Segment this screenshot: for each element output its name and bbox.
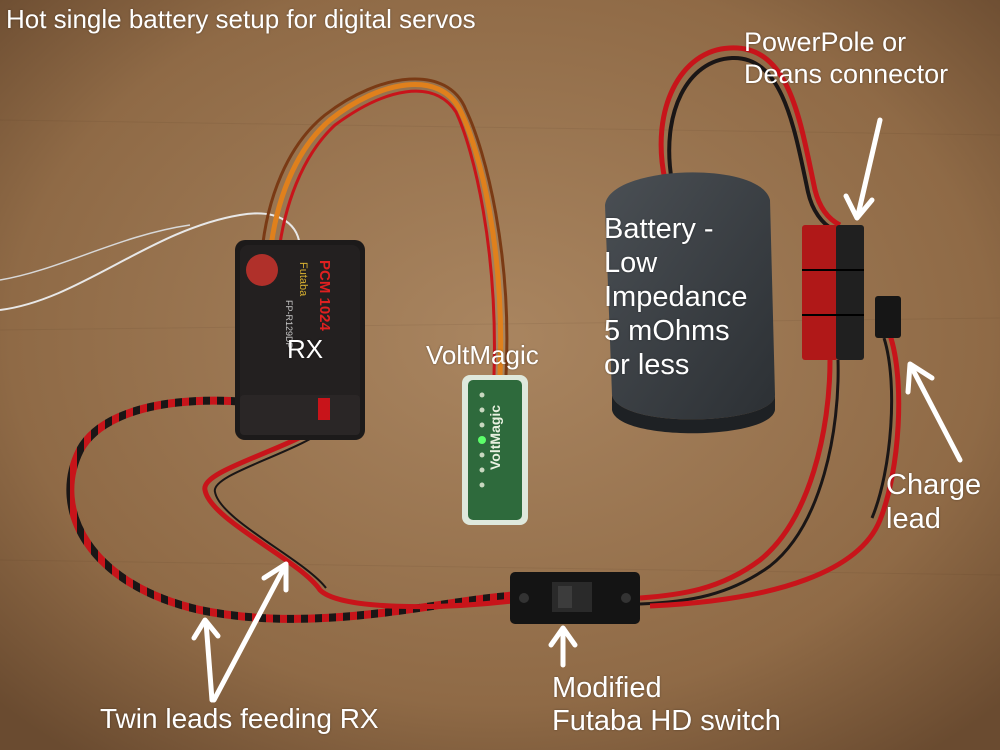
rx-model: PCM 1024 xyxy=(316,260,333,332)
voltmagic-logo: VoltMagic xyxy=(487,405,503,470)
rx-receiver: Futaba PCM 1024 FP-R129DP xyxy=(235,240,365,440)
label-switch-line1: Modified xyxy=(552,672,662,704)
label-battery-line2: Low xyxy=(604,247,658,279)
label-powerpole-line1: PowerPole or xyxy=(744,27,907,57)
battery-pack xyxy=(605,172,775,434)
charge-lead-wire xyxy=(649,334,902,609)
rx-part: FP-R129DP xyxy=(284,300,294,349)
arrow-to-charge-lead xyxy=(905,361,963,463)
label-rx: RX xyxy=(287,334,324,364)
label-twin-leads: Twin leads feeding RX xyxy=(100,703,379,734)
powerpole-connector xyxy=(802,225,864,360)
label-battery: Battery - Low Impedance 5 mOhms or less xyxy=(604,212,748,382)
hd-switch xyxy=(510,572,640,624)
label-battery-line1: Battery - xyxy=(604,213,714,245)
antenna-wire xyxy=(0,212,301,311)
twisted-lead xyxy=(66,396,521,623)
arrow-to-twin-lead-right xyxy=(211,561,289,703)
twin-red-lead xyxy=(202,417,521,610)
label-charge-line1: Charge xyxy=(886,469,982,501)
voltmagic-board: VoltMagic xyxy=(462,375,528,525)
charge-connector xyxy=(875,296,901,338)
led-green xyxy=(478,436,486,444)
label-voltmagic: VoltMagic xyxy=(426,340,539,370)
label-powerpole-line2: Deans connector xyxy=(744,59,949,89)
label-charge-line2: lead xyxy=(886,503,941,535)
label-hd-switch: Modified Futaba HD switch xyxy=(552,672,781,738)
rx-brand: Futaba xyxy=(297,262,309,297)
label-charge-lead: Charge lead xyxy=(886,468,981,536)
label-switch-line2: Futaba HD switch xyxy=(552,705,781,737)
arrow-to-powerpole xyxy=(843,117,883,221)
arrow-to-twin-lead-left xyxy=(191,617,221,703)
page-title: Hot single battery setup for digital ser… xyxy=(6,4,476,34)
arrow-to-switch xyxy=(548,625,578,668)
label-battery-line3: Impedance xyxy=(604,281,748,313)
label-battery-line4: 5 mOhms xyxy=(604,315,730,347)
label-powerpole: PowerPole or Deans connector xyxy=(744,26,948,90)
label-battery-line5: or less xyxy=(604,349,690,381)
battery-lead xyxy=(658,45,842,228)
